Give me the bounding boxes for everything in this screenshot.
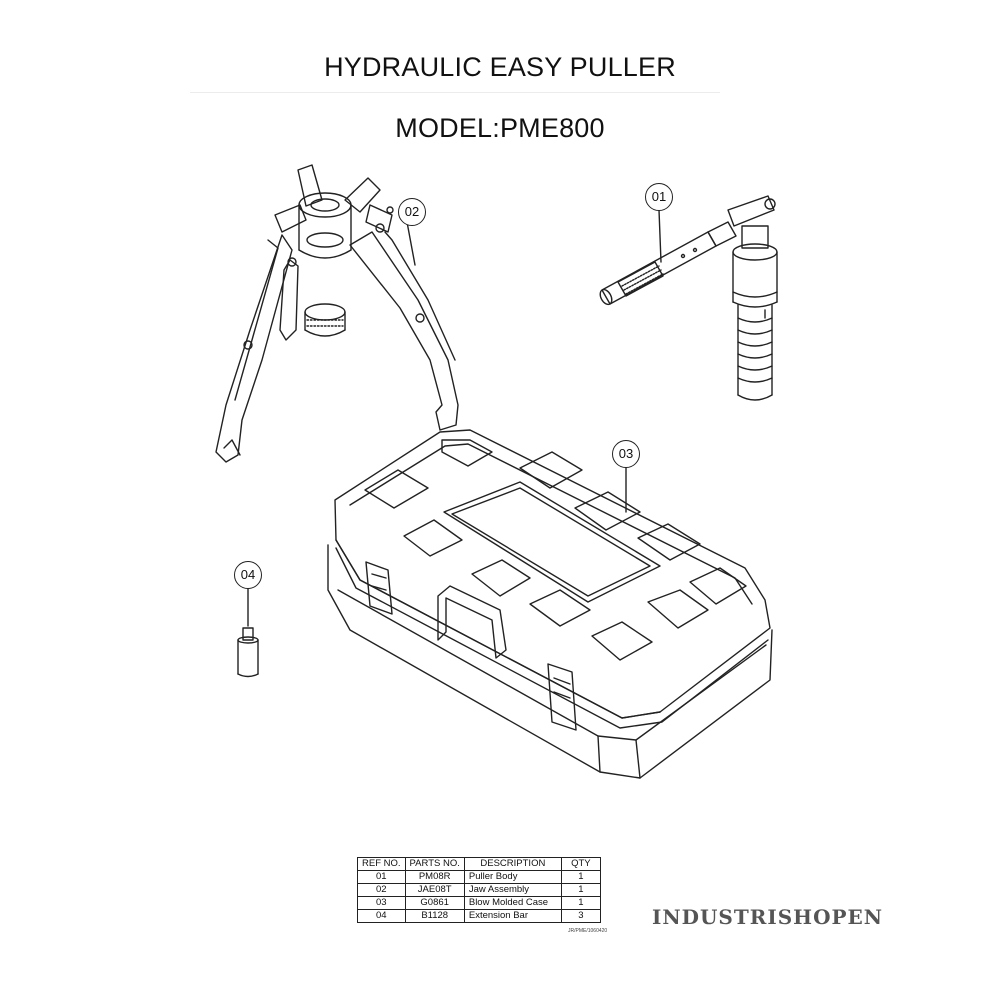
cell-qty: 3	[560, 909, 601, 923]
callout-01: 01	[645, 183, 673, 211]
header-description: DESCRIPTION	[463, 857, 562, 871]
document-title: HYDRAULIC EASY PULLER	[324, 52, 676, 82]
model-label: MODEL:PME800	[395, 113, 605, 143]
cell-ref: 01	[357, 870, 406, 884]
cell-ref: 03	[357, 896, 406, 910]
cell-desc: Jaw Assembly	[463, 883, 562, 897]
cell-qty: 1	[560, 896, 601, 910]
title-divider	[190, 92, 720, 93]
jaw-assembly-illustration	[215, 164, 459, 463]
callout-04: 04	[234, 561, 262, 589]
blow-molded-case-illustration	[327, 429, 773, 779]
table-row: 03 G0861 Blow Molded Case 1	[357, 896, 601, 910]
document-reference-code: JR/PME/1060420	[568, 928, 608, 934]
cell-qty: 1	[560, 870, 601, 884]
cell-ref: 04	[357, 909, 406, 923]
puller-body-illustration	[599, 195, 778, 401]
callout-02: 02	[398, 198, 426, 226]
parts-list-table: REF NO. PARTS NO. DESCRIPTION QTY 01 PM0…	[357, 857, 601, 923]
cell-part: JAE08T	[404, 883, 465, 897]
watermark-brand: INDUSTRISHOPEN	[652, 905, 884, 929]
cell-ref: 02	[357, 883, 406, 897]
table-header-row: REF NO. PARTS NO. DESCRIPTION QTY	[357, 857, 601, 871]
cell-desc: Extension Bar	[463, 909, 562, 923]
table-row: 02 JAE08T Jaw Assembly 1	[357, 883, 601, 897]
cell-desc: Puller Body	[463, 870, 562, 884]
cell-qty: 1	[560, 883, 601, 897]
cell-part: B1128	[404, 909, 465, 923]
cell-desc: Blow Molded Case	[463, 896, 562, 910]
table-row: 01 PM08R Puller Body 1	[357, 870, 601, 884]
callout-leader-01	[658, 209, 662, 263]
callout-03: 03	[612, 440, 640, 468]
header-parts-no: PARTS NO.	[404, 857, 465, 871]
header-ref-no: REF NO.	[357, 857, 406, 871]
table-row: 04 B1128 Extension Bar 3	[357, 909, 601, 923]
cell-part: G0861	[404, 896, 465, 910]
header-qty: QTY	[560, 857, 601, 871]
callout-leader-02	[406, 221, 416, 266]
extension-bar-illustration	[237, 627, 259, 678]
cell-part: PM08R	[404, 870, 465, 884]
